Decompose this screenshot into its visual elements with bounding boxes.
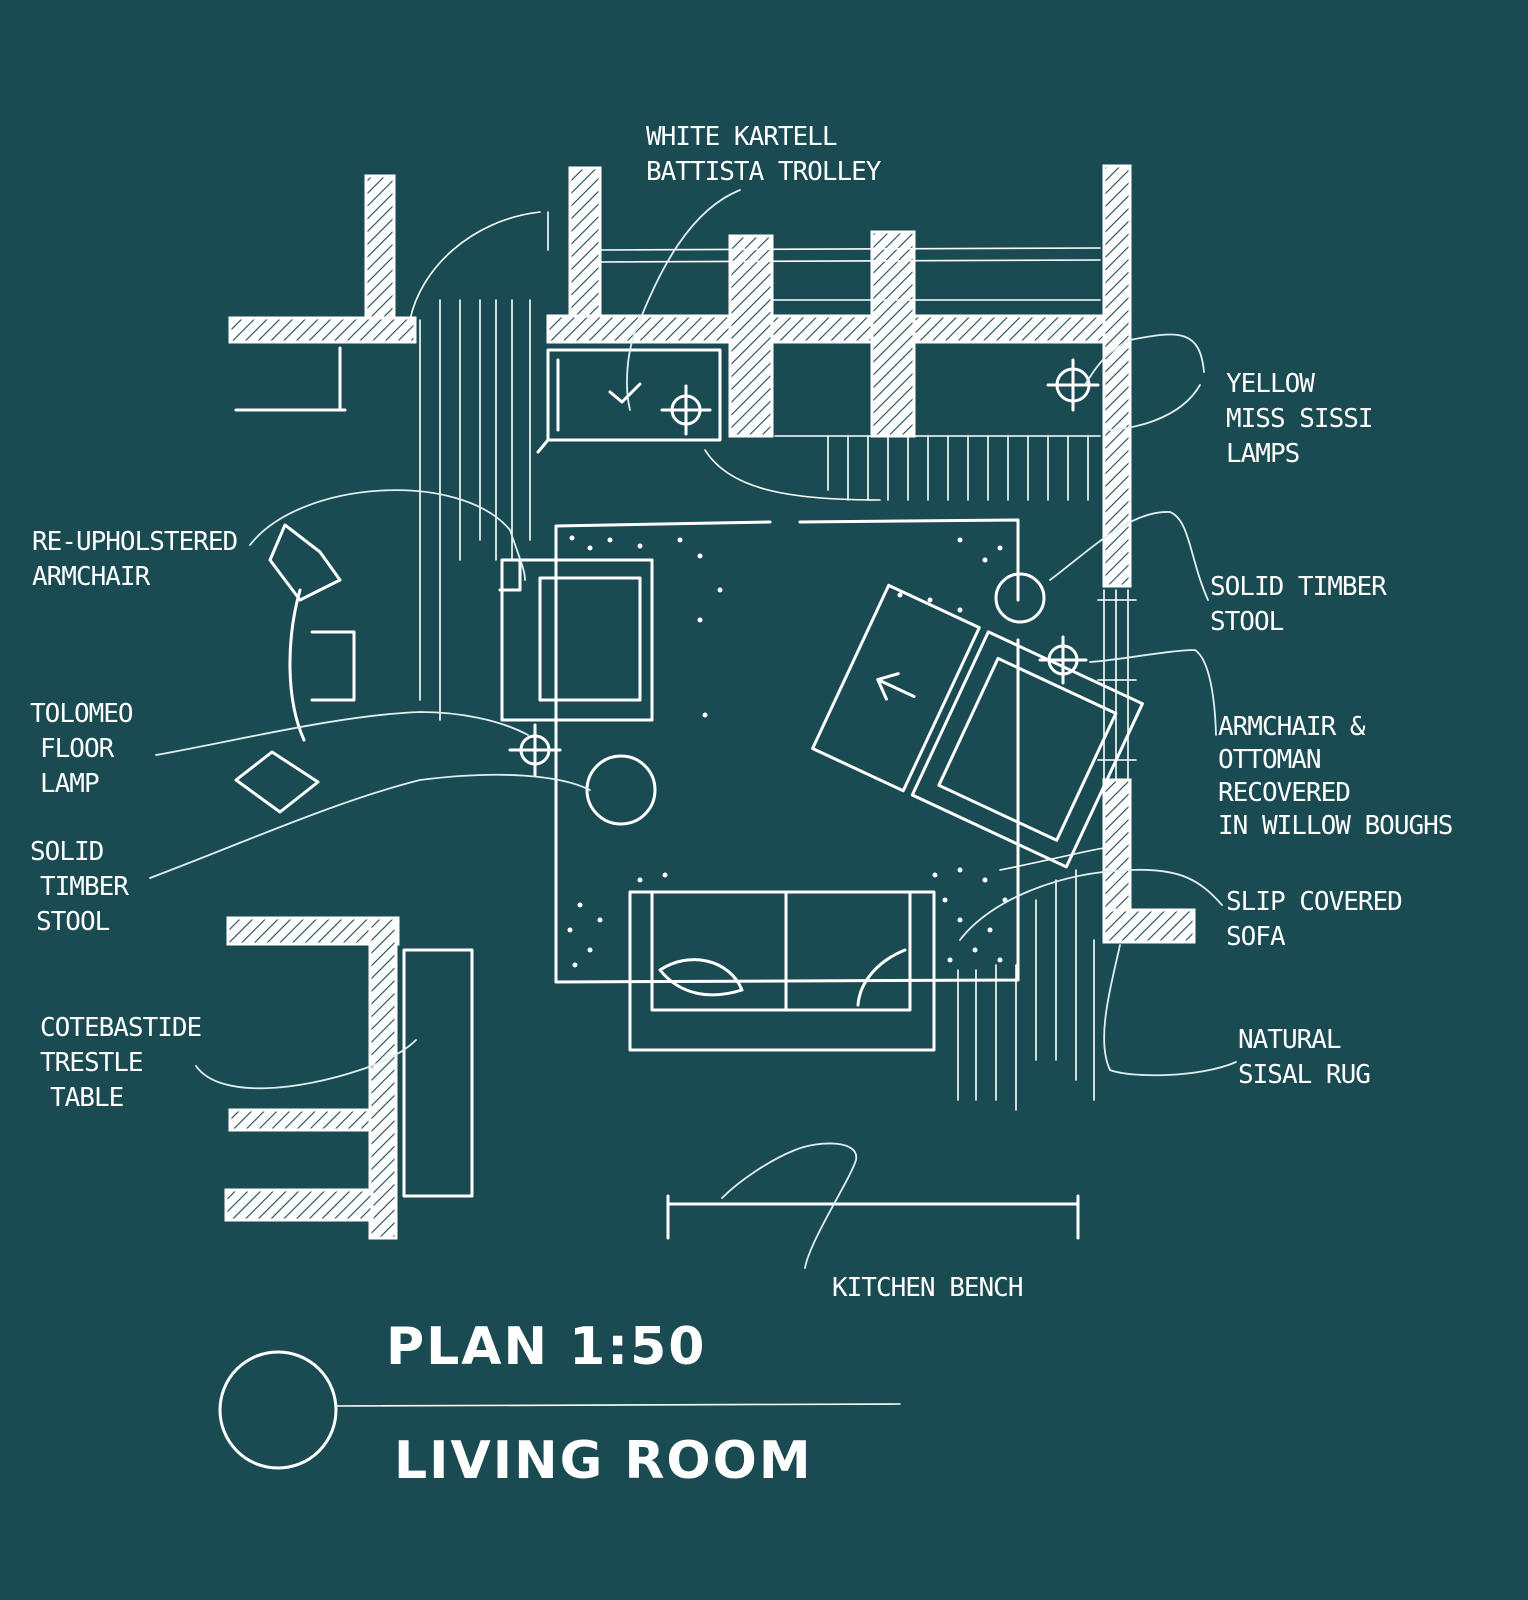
label-armchair-ottoman-line-1: ARMCHAIR & (1218, 712, 1366, 742)
kitchen-bench (666, 1194, 1080, 1240)
wall-right-return (1102, 908, 1196, 944)
label-kitchen-bench: KITCHEN BENCH (832, 1273, 1023, 1303)
wall-window-left-pier (568, 166, 602, 340)
trolley (536, 348, 722, 454)
label-rug-line-1: NATURAL (1238, 1025, 1341, 1055)
leader-lines (149, 189, 1237, 1269)
label-stool-left: SOLID TIMBER STOOL (30, 837, 143, 937)
lamp-symbol-trolley (660, 384, 712, 436)
label-floor-lamp-line-1: TOLOMEO (30, 699, 133, 729)
slip-covered-sofa (628, 890, 936, 1052)
label-stool-left-line-1: SOLID (30, 837, 104, 867)
room-title: LIVING ROOM (394, 1431, 813, 1491)
label-trolley: WHITE KARTELL BATTISTA TROLLEY (646, 122, 882, 187)
armchair-ottoman-group (811, 583, 1144, 869)
label-armchair-left-line-1: RE-UPHOLSTERED (32, 527, 237, 557)
wall-column-1 (728, 234, 774, 438)
label-rug: NATURAL SISAL RUG (1238, 1025, 1370, 1090)
trestle-table (402, 948, 474, 1198)
title-divider (335, 1403, 901, 1407)
wall-left-shelf-2 (224, 1188, 374, 1222)
lamp-symbol-corner (1046, 358, 1100, 412)
walls (224, 164, 1196, 1240)
floor-lines (234, 211, 1137, 1111)
armchair-left-group (498, 558, 654, 722)
label-trolley-line-2: BATTISTA TROLLEY (646, 157, 882, 187)
lamp-symbol-left (508, 723, 562, 777)
label-stool-right: SOLID TIMBER STOOL (1210, 572, 1401, 637)
label-table-line-2: TRESTLE (40, 1048, 143, 1078)
title-circle (218, 1350, 338, 1470)
wall-top-horizontal (546, 314, 1110, 344)
label-rug-line-2: SISAL RUG (1238, 1060, 1370, 1090)
wall-left-lower-vertical (368, 916, 398, 1240)
wall-left-upper-horizontal (228, 316, 417, 344)
label-table-line-1: COTEBASTIDE (40, 1013, 201, 1043)
solid-timber-stool-left (585, 754, 657, 826)
wall-left-shelf-1 (228, 1108, 372, 1132)
armchair-left-arc (234, 523, 356, 814)
label-armchair-ottoman-line-2: OTTOMAN (1218, 745, 1321, 775)
label-armchair-ottoman-line-3: RECOVERED (1218, 778, 1350, 808)
label-lamps-line-1: YELLOW (1226, 369, 1315, 399)
label-stool-left-line-2: TIMBER (40, 872, 129, 902)
wall-left-upper-vertical (364, 174, 396, 343)
label-lamps-line-3: LAMPS (1226, 439, 1299, 469)
label-stool-left-line-3: STOOL (36, 907, 110, 937)
label-armchair-left: RE-UPHOLSTERED ARMCHAIR (32, 527, 252, 592)
label-floor-lamp-line-3: LAMP (40, 769, 99, 799)
label-table-line-3: TABLE (50, 1083, 123, 1113)
label-stool-right-line-2: STOOL (1210, 607, 1284, 637)
label-armchair-ottoman: ARMCHAIR & OTTOMAN RECOVERED IN WILLOW B… (1218, 712, 1452, 841)
wall-right-lower (1102, 778, 1132, 922)
lamp-symbol-right (1038, 635, 1088, 685)
label-sofa-line-1: SLIP COVERED (1226, 887, 1402, 917)
label-trolley-line-1: WHITE KARTELL (646, 122, 837, 152)
label-stool-right-line-1: SOLID TIMBER (1210, 572, 1387, 602)
plan-scale-title: PLAN 1:50 (386, 1317, 706, 1377)
label-floor-lamp-line-2: FLOOR (40, 734, 115, 764)
label-floor-lamp: TOLOMEO FLOOR LAMP (30, 699, 147, 799)
solid-timber-stool-right (994, 572, 1046, 624)
label-table: COTEBASTIDE TRESTLE TABLE (40, 1013, 216, 1113)
label-lamps: YELLOW MISS SISSI LAMPS (1226, 369, 1387, 469)
wall-column-2 (870, 230, 916, 438)
label-armchair-ottoman-line-4: IN WILLOW BOUGHS (1218, 811, 1452, 841)
label-lamps-line-2: MISS SISSI (1226, 404, 1373, 434)
label-sofa-line-2: SOFA (1226, 922, 1286, 952)
label-armchair-left-line-2: ARMCHAIR (32, 562, 151, 592)
wall-right-upper (1102, 164, 1132, 588)
title-block: PLAN 1:50 LIVING ROOM (218, 1317, 901, 1491)
label-sofa: SLIP COVERED SOFA (1226, 887, 1417, 952)
